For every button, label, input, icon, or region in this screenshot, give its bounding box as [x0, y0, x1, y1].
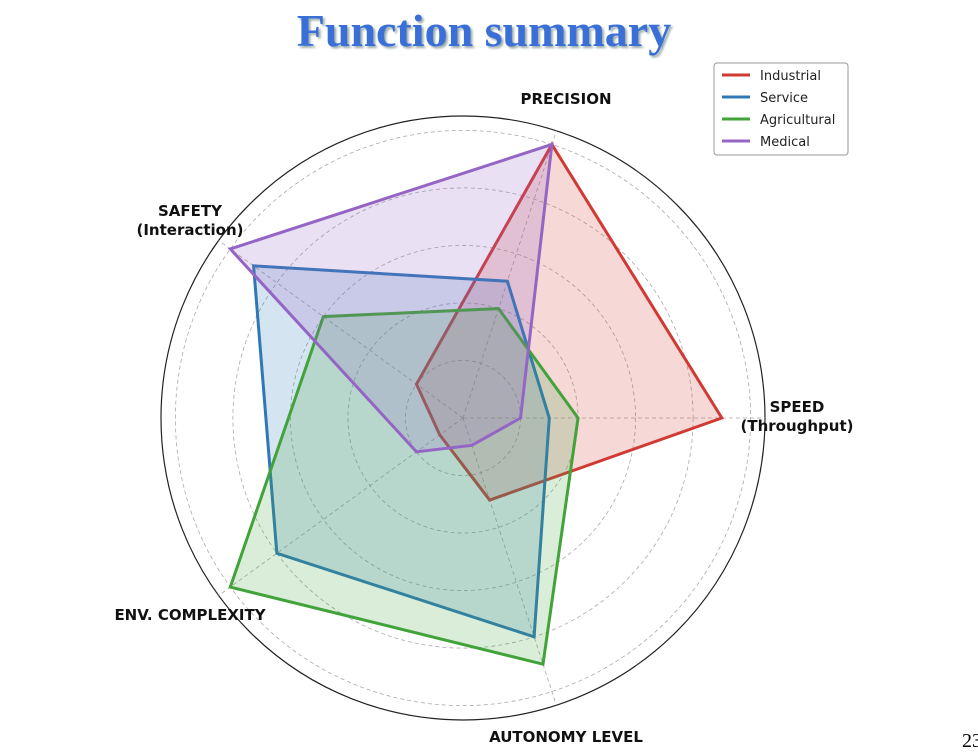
chart-title: Function summary [296, 5, 672, 56]
series-service [251, 264, 551, 639]
axis-label: ENV. COMPLEXITY [114, 606, 266, 624]
axis-spoke [218, 417, 464, 596]
legend-label: Industrial [760, 69, 821, 84]
legend-label: Agricultural [760, 113, 835, 128]
series-agricultural [228, 307, 580, 667]
axis-spoke [462, 130, 557, 419]
grid-circle [232, 187, 694, 649]
series-industrial [414, 141, 725, 502]
series-medical [227, 142, 554, 454]
axis-label: SAFETY [158, 202, 223, 220]
legend [713, 62, 849, 156]
page-number: 23 [962, 730, 978, 752]
axis-label: PRECISION [520, 90, 611, 108]
axis-label: SPEED [770, 398, 825, 416]
axis-label: (Throughput) [740, 417, 853, 435]
grid-circle [290, 245, 636, 591]
axis-label: (Interaction) [136, 221, 243, 239]
axis-label: AUTONOMY LEVEL [489, 728, 643, 746]
axis-spoke [218, 240, 464, 419]
legend-label: Service [760, 91, 808, 106]
legend-label: Medical [760, 135, 810, 150]
axis-spoke [462, 417, 557, 706]
